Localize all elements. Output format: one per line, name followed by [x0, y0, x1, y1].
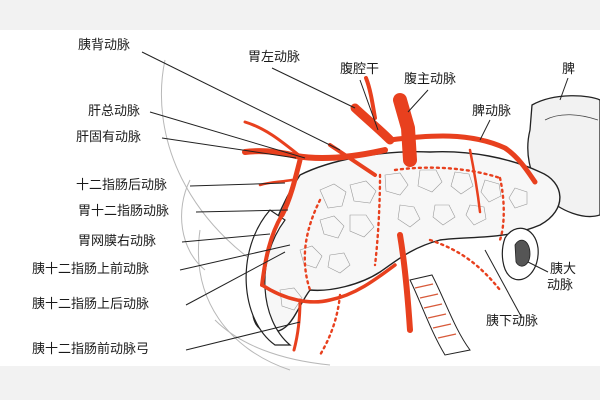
gastroduodenal-vessel: [279, 157, 303, 218]
label-inferior-pancreatic: 胰下动脉: [486, 314, 539, 329]
artery-network: [242, 76, 538, 352]
leader-great-pancreatic: [527, 261, 549, 273]
kidney-inner: [514, 239, 531, 267]
great-pancreatic-vessel: [468, 148, 482, 214]
label-spleen: 脾: [562, 62, 576, 77]
leader-spleen: [559, 77, 569, 101]
dorsal-pancreatic-vessel: [328, 143, 377, 177]
label-right-gastroepiploic: 胃网膜右动脉: [78, 234, 157, 249]
leader-proper-hepatic: [161, 137, 297, 159]
label-anterior-pd-arcade: 胰十二指肠前动脉弓: [32, 342, 150, 357]
label-left-gastric: 胃左动脉: [248, 50, 301, 65]
proper-hepatic-vessel: [243, 120, 302, 158]
celiac-trunk-vessel: [350, 103, 395, 145]
label-proper-hepatic: 肝固有动脉: [76, 130, 142, 145]
label-posterior-sup-pd: 胰十二指肠上后动脉: [32, 297, 150, 312]
leader-pancreatic-dorsal: [141, 51, 341, 151]
jejunum-rings: [414, 283, 457, 339]
leader-inferior-pancreatic: [484, 249, 523, 319]
label-abdominal-aorta: 腹主动脉: [404, 72, 457, 87]
label-pancreatic-dorsal: 胰背动脉: [78, 38, 131, 53]
dotted-arterial-branches: [303, 166, 505, 357]
top-band: [0, 0, 600, 30]
leader-anterior-pd-arcade: [185, 321, 301, 351]
leader-posterior-sup-pd: [185, 251, 286, 306]
leader-lines: [141, 51, 569, 351]
leader-splenic: [479, 119, 491, 141]
posterior-duodenal-vessel: [258, 178, 294, 187]
label-gastroduodenal: 胃十二指肠动脉: [78, 204, 170, 219]
leader-celiac: [359, 79, 379, 131]
pancreas-lobule-texture: [279, 169, 528, 311]
leader-aorta: [407, 89, 429, 113]
left-gastric-vessel: [364, 76, 377, 120]
anterior-pd-arc-vessel: [260, 263, 397, 304]
splenic-vessel: [387, 133, 538, 185]
right-gastroepiploic-vessel: [260, 213, 284, 287]
bottom-band: [0, 366, 600, 400]
label-common-hepatic: 肝总动脉: [88, 104, 141, 119]
spleen-hilum-line: [544, 114, 599, 121]
common-hepatic-vessel: [242, 147, 388, 161]
abdominal-aorta-vessel: [393, 93, 417, 167]
leader-posterior-duodenal: [189, 182, 286, 187]
label-great-pancreatic-1: 胰大: [550, 262, 577, 277]
label-posterior-duodenal: 十二指肠后动脉: [76, 178, 168, 193]
leader-right-gastroepiploic: [181, 233, 271, 243]
label-splenic: 脾动脉: [472, 104, 512, 119]
leader-common-hepatic: [149, 111, 306, 159]
label-anterior-sup-pd: 胰十二指肠上前动脉: [32, 262, 150, 277]
label-celiac-trunk: 腹腔干: [340, 62, 380, 77]
sma-vessel: [397, 232, 413, 333]
label-great-pancreatic-2: 动脉: [547, 278, 574, 293]
leader-gastroduodenal: [195, 209, 289, 213]
ventral-branch-vessel: [292, 298, 302, 352]
leader-left-gastric: [271, 67, 356, 109]
leader-anterior-sup-pd: [179, 244, 291, 271]
